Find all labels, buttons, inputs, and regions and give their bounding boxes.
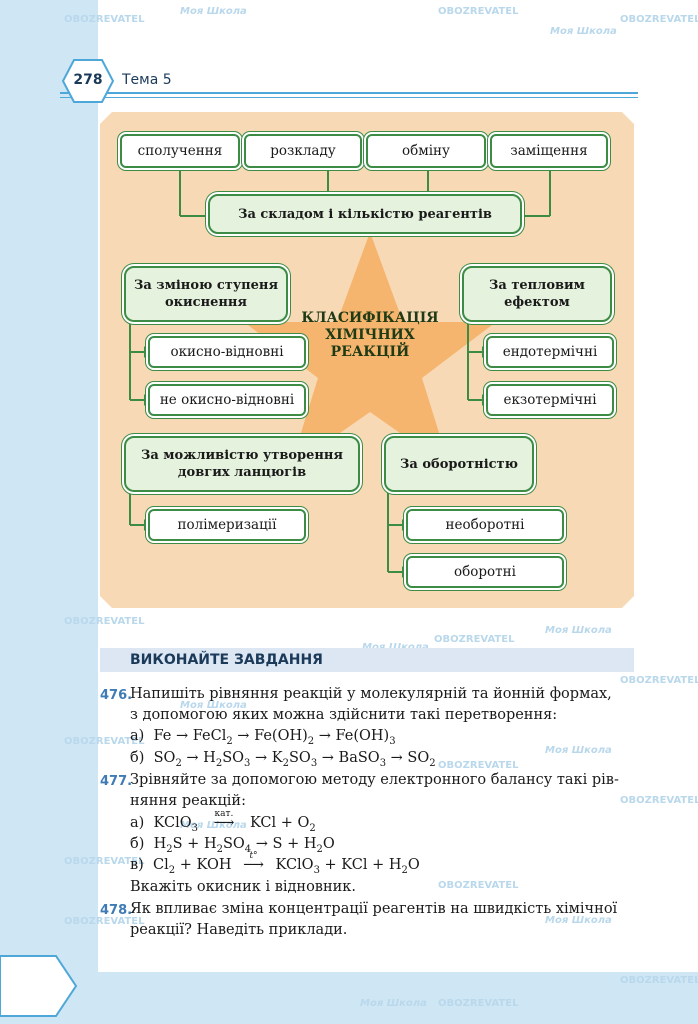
box-decomposition: розкладу xyxy=(244,134,362,168)
heat-label: t° xyxy=(249,851,258,861)
head-chains-line1: За можливістю утворення xyxy=(140,448,344,463)
header-rule-thin xyxy=(60,97,638,98)
head-reversibility: За оборотністю xyxy=(384,436,534,492)
task-476-eq-a: а) Fe → FeCl2 → Fe(OH)2 → Fe(OH)3 xyxy=(130,728,396,747)
box-exothermic: екзотермічні xyxy=(486,384,614,416)
star-shape xyxy=(244,232,496,468)
head-composition: За складом і кількістю реагентів xyxy=(208,194,522,234)
head-thermal-line2: ефектом xyxy=(504,295,570,310)
task-476-line2: з допомогою яких можна здійснити такі пе… xyxy=(130,707,558,723)
eq-label: а) xyxy=(130,728,145,744)
box-endothermic: ендотермічні xyxy=(486,336,614,368)
head-thermal: За тепловим ефектом xyxy=(462,266,612,322)
left-margin-strip xyxy=(0,0,98,1024)
box-polymerization: полімеризації xyxy=(148,509,306,541)
task-478-number: 478. xyxy=(100,903,133,918)
task-477-line1: Зрівняйте за допомогою методу електронно… xyxy=(130,772,619,788)
center-title-line1: КЛАСИФІКАЦІЯ xyxy=(301,310,439,326)
box-reversible: оборотні xyxy=(406,556,564,588)
box-redox: окисно-відновні xyxy=(148,336,306,368)
head-chains: За можливістю утворення довгих ланцюгів xyxy=(124,436,360,492)
head-thermal-line1: За тепловим xyxy=(489,278,585,293)
task-477-line2: няння реакцій: xyxy=(130,793,246,809)
box-exchange: обміну xyxy=(366,134,486,168)
eq-label: б) xyxy=(130,836,145,852)
head-oxidation-line1: За зміною ступеня xyxy=(133,278,279,293)
task-478-line2: реакції? Наведіть приклади. xyxy=(130,922,348,938)
box-compound: сполучення xyxy=(120,134,240,168)
center-title-line3: РЕАКЦІЙ xyxy=(330,344,410,360)
eq-label: а) xyxy=(130,815,145,831)
center-title-line2: ХІМІЧНИХ xyxy=(325,327,415,343)
diagram-center-title: КЛАСИФІКАЦІЯ ХІМІЧНИХ РЕАКЦІЙ xyxy=(300,310,440,361)
bottom-margin-strip xyxy=(0,972,698,1024)
bottom-corner-badge xyxy=(0,955,78,1017)
page-number: 278 xyxy=(73,72,103,88)
task-476-eq-b: б) SO2 → H2SO3 → K2SO3 → BaSO3 → SO2 xyxy=(130,750,436,769)
eq-label: в) xyxy=(130,857,144,873)
header-rule xyxy=(60,92,638,94)
head-oxidation-line2: окиснення xyxy=(164,295,248,310)
head-chains-line2: довгих ланцюгів xyxy=(177,465,307,480)
task-476-number: 476. xyxy=(100,688,133,703)
topic-label: Тема 5 xyxy=(122,72,172,88)
head-oxidation: За зміною ступеня окиснення xyxy=(124,266,288,322)
tasks-header: ВИКОНАЙТЕ ЗАВДАННЯ xyxy=(100,648,634,672)
box-irreversible: необоротні xyxy=(406,509,564,541)
task-477-number: 477. xyxy=(100,774,133,789)
box-substitution: заміщення xyxy=(490,134,608,168)
tasks-header-text: ВИКОНАЙТЕ ЗАВДАННЯ xyxy=(130,652,323,668)
task-476-line1: Напишіть рівняння реакцій у молекулярній… xyxy=(130,686,612,702)
eq-label: б) xyxy=(130,750,145,766)
catalyst-label: кат. xyxy=(214,809,234,819)
task-478-line1: Як впливає зміна концентрації реагентів … xyxy=(130,901,618,917)
task-477-note: Вкажіть окисник і відновник. xyxy=(130,879,356,895)
classification-diagram: сполучення розкладу обміну заміщення За … xyxy=(100,112,634,608)
box-non-redox: не окисно-відновні xyxy=(148,384,306,416)
task-477-eq-b: б) H2S + H2SO4 → S + H2O xyxy=(130,836,335,855)
page-number-badge xyxy=(62,59,114,103)
